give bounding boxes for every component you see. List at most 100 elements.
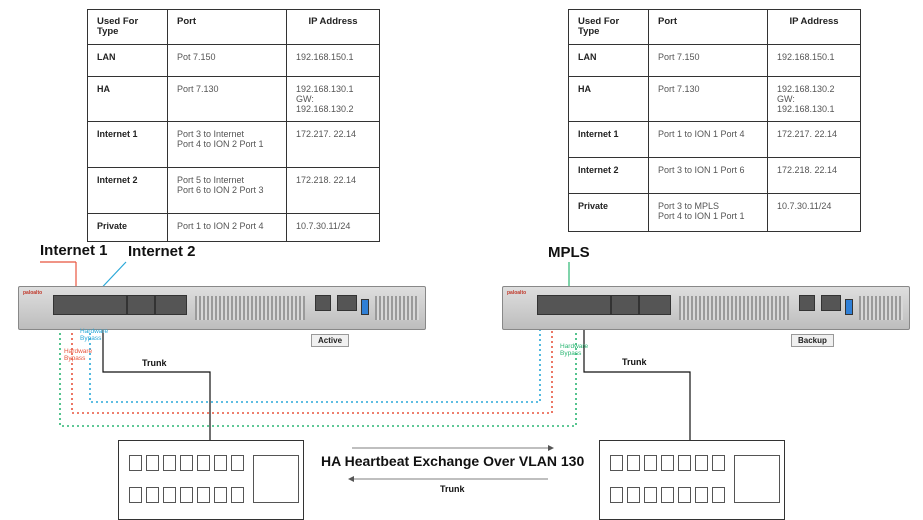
cell-type: Private [87, 213, 168, 242]
switch-port [695, 455, 708, 471]
switch-port [146, 487, 159, 503]
cell-port: Port 1 to ION 2 Port 4 [167, 213, 287, 242]
cell-ip: 192.168.130.1 GW: 192.168.130.2 [286, 76, 380, 122]
vent-grille-right [859, 296, 903, 320]
table-row: HA Port 7.130 192.168.130.2 GW: 192.168.… [568, 76, 861, 122]
header-ip: IP Address [767, 9, 861, 45]
label-trunk-bottom: Trunk [440, 484, 465, 494]
switch-port [180, 487, 193, 503]
cell-ip: 172.217. 22.14 [767, 121, 861, 158]
cell-ip: 192.168.130.2 GW: 192.168.130.1 [767, 76, 861, 122]
table-row: Internet 1 Port 1 to ION 1 Port 4 172.21… [568, 121, 861, 158]
port-block-2 [127, 295, 155, 315]
cell-port: Port 7.130 [648, 76, 768, 122]
label-trunk-right: Trunk [622, 357, 647, 367]
label-hw-bypass-green: Hardware Bypass [560, 343, 589, 357]
label-heartbeat: HA Heartbeat Exchange Over VLAN 130 [321, 453, 585, 469]
switch-port [712, 487, 725, 503]
label-hw-bypass-red: Hardware Bypass [64, 348, 93, 362]
switch-port [695, 487, 708, 503]
cell-port: Port 3 to ION 1 Port 6 [648, 157, 768, 194]
config-table-backup: Used For Type Port IP Address LAN Port 7… [568, 9, 861, 232]
firewall-active: paloalto Active [18, 286, 426, 347]
cell-port: Port 7.150 [648, 44, 768, 77]
mgmt-port [799, 295, 815, 311]
switch-port [197, 455, 210, 471]
port-block-2 [611, 295, 639, 315]
switch-port [231, 455, 244, 471]
vent-grille [195, 296, 305, 320]
header-port: Port [648, 9, 768, 45]
switch-port [627, 487, 640, 503]
heartbeat-arrowhead-right [548, 445, 554, 451]
switch-left [118, 440, 304, 520]
switch-port [146, 455, 159, 471]
switch-port [163, 455, 176, 471]
cell-ip: 172.218. 22.14 [286, 167, 380, 214]
console-port [337, 295, 357, 311]
port-block-main [53, 295, 127, 315]
usb-port [361, 299, 369, 315]
header-type: Used For Type [568, 9, 649, 45]
switch-port [627, 455, 640, 471]
switch-port [644, 455, 657, 471]
wire-bypass-green [59, 318, 577, 427]
cell-port: Port 3 to Internet Port 4 to ION 2 Port … [167, 121, 287, 168]
cell-type: Internet 1 [568, 121, 649, 158]
paloalto-logo: paloalto [23, 290, 43, 296]
label-backup: Backup [791, 334, 834, 347]
switch-port [214, 455, 227, 471]
label-trunk-left: Trunk [142, 358, 167, 368]
paloalto-logo: paloalto [507, 290, 527, 296]
label-active: Active [311, 334, 350, 347]
header-type: Used For Type [87, 9, 168, 45]
switch-port [231, 487, 244, 503]
cell-port: Port 7.130 [167, 76, 287, 122]
switch-port [644, 487, 657, 503]
table-header-row: Used For Type Port IP Address [568, 9, 861, 45]
cell-ip: 192.168.150.1 [767, 44, 861, 77]
switch-right [599, 440, 785, 520]
table-row: LAN Port 7.150 192.168.150.1 [568, 44, 861, 77]
cell-type: LAN [568, 44, 649, 77]
table-row: Private Port 1 to ION 2 Port 4 10.7.30.1… [87, 213, 380, 242]
usb-port [845, 299, 853, 315]
vent-grille [679, 296, 789, 320]
vent-grille-right [375, 296, 419, 320]
switch-port [610, 487, 623, 503]
port-block-main [537, 295, 611, 315]
switch-uplink-module [253, 455, 299, 503]
switch-port [214, 487, 227, 503]
switch-port [678, 455, 691, 471]
table-row: Internet 2 Port 3 to ION 1 Port 6 172.21… [568, 157, 861, 194]
switch-port [163, 487, 176, 503]
wire-bypass-blue [89, 318, 541, 403]
label-internet1: Internet 1 [40, 242, 108, 259]
label-hw-bypass-blue: Hardware Bypass [80, 328, 109, 342]
cell-ip: 192.168.150.1 [286, 44, 380, 77]
switch-port [180, 455, 193, 471]
switch-port [129, 487, 142, 503]
table-row: Private Port 3 to MPLS Port 4 to ION 1 P… [568, 193, 861, 232]
switch-port [129, 455, 142, 471]
console-port [821, 295, 841, 311]
cell-port: Port 3 to MPLS Port 4 to ION 1 Port 1 [648, 193, 768, 232]
switch-port [678, 487, 691, 503]
header-port: Port [167, 9, 287, 45]
cell-ip: 10.7.30.11/24 [767, 193, 861, 232]
cell-port: Port 5 to Internet Port 6 to ION 2 Port … [167, 167, 287, 214]
switch-port [661, 455, 674, 471]
firewall-backup: paloalto Backup [502, 286, 910, 347]
switch-port [661, 487, 674, 503]
switch-port [610, 455, 623, 471]
port-block-sfp [155, 295, 187, 315]
config-table-active: Used For Type Port IP Address LAN Pot 7.… [87, 9, 380, 242]
wire-bypass-red [71, 318, 553, 414]
mgmt-port [315, 295, 331, 311]
cell-ip: 10.7.30.11/24 [286, 213, 380, 242]
switch-port [712, 455, 725, 471]
port-block-sfp [639, 295, 671, 315]
heartbeat-arrowhead-left [348, 476, 354, 482]
table-row: Internet 2 Port 5 to Internet Port 6 to … [87, 167, 380, 214]
